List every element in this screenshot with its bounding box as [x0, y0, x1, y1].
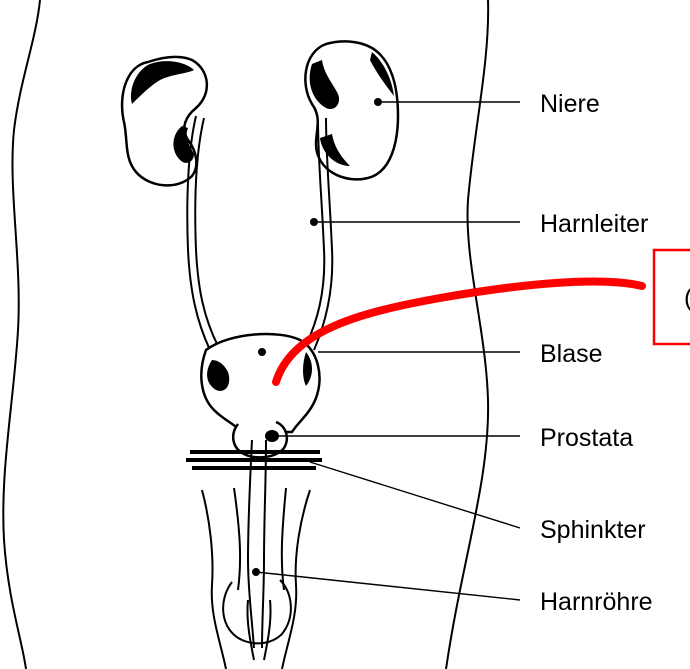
callout-text: ( — [684, 284, 690, 312]
label-niere: Niere — [540, 90, 600, 118]
sphincter — [186, 450, 322, 470]
sphinkter-leader — [310, 462, 520, 528]
label-blase: Blase — [540, 340, 603, 368]
urethra — [248, 440, 266, 648]
ureters — [187, 116, 332, 350]
label-sphinkter: Sphinkter — [540, 516, 646, 544]
label-harnleiter: Harnleiter — [540, 210, 648, 238]
callout-box: ( — [654, 250, 690, 344]
label-harnroehre: Harnröhre — [540, 588, 653, 616]
label-prostata: Prostata — [540, 424, 633, 452]
